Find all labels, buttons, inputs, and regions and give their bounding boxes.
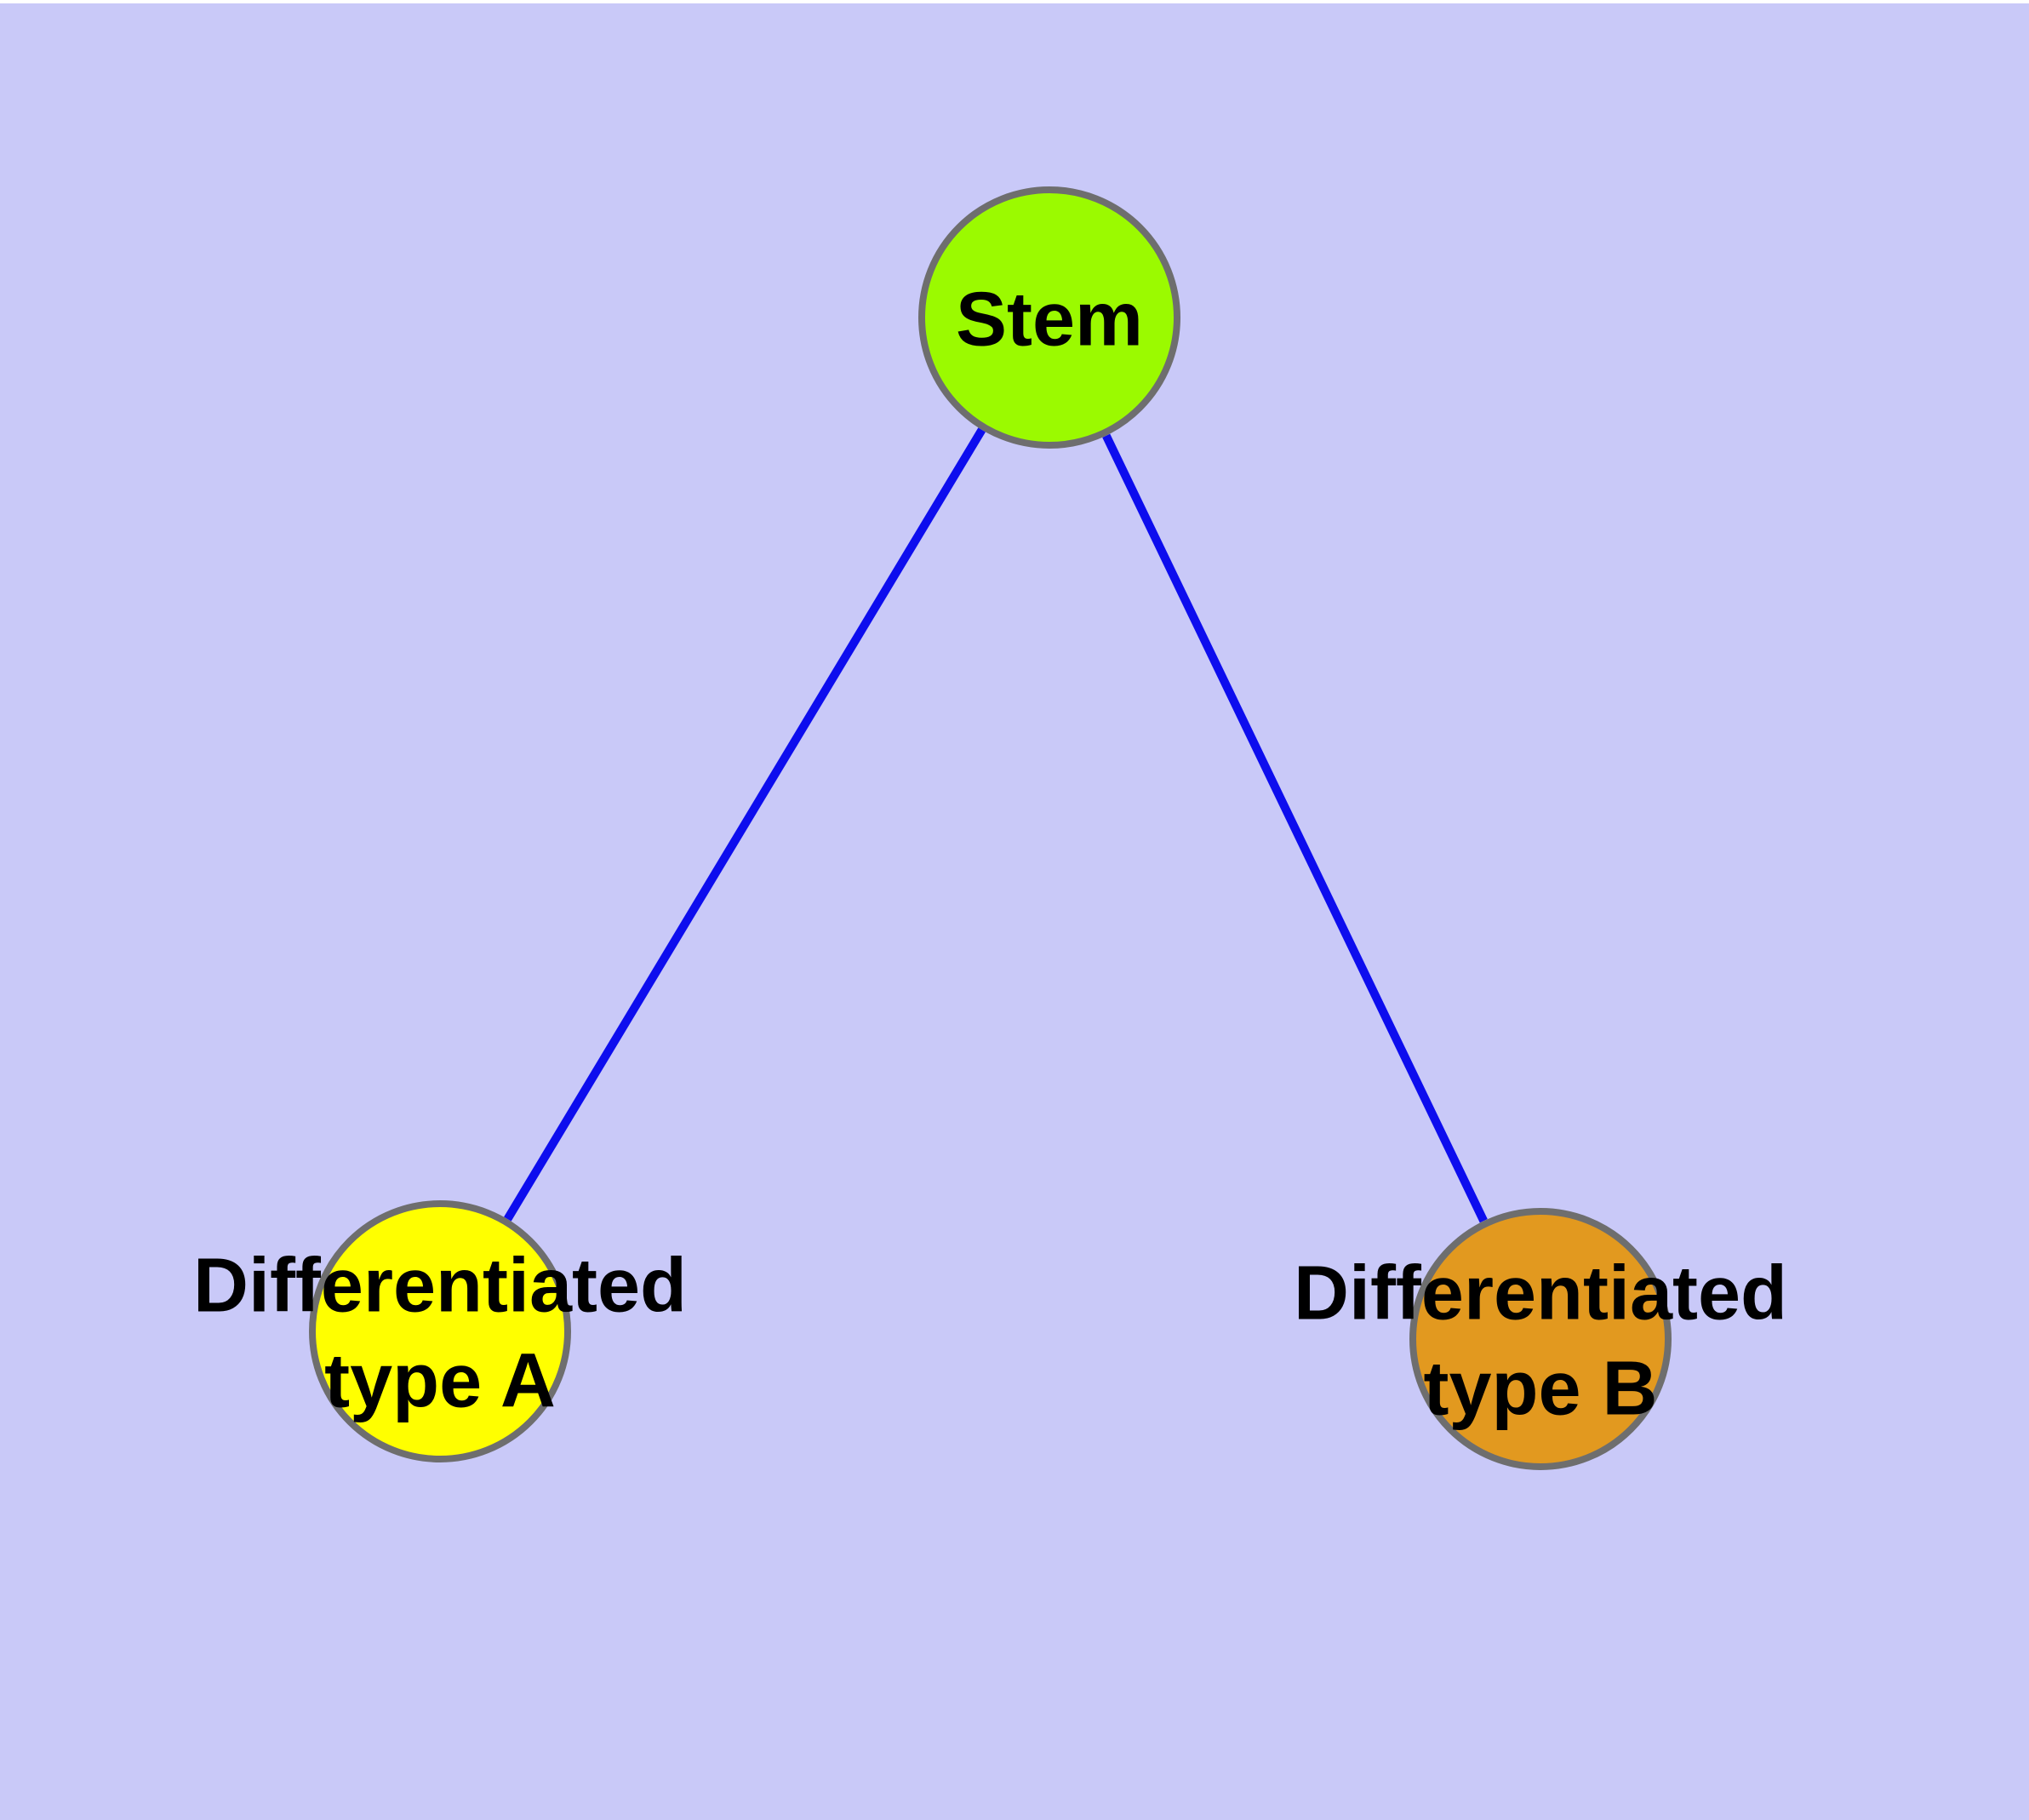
stem-circle — [918, 186, 1180, 449]
node-stem: Stem — [918, 186, 1180, 449]
stem-label: Stem — [956, 277, 1143, 362]
type-b-circle — [1409, 1208, 1672, 1470]
edge-stem-type-a — [504, 427, 986, 1222]
edge-stem-type-b — [1102, 433, 1488, 1223]
top-margin-strip — [0, 0, 2029, 3]
type-a-circle — [309, 1200, 571, 1462]
